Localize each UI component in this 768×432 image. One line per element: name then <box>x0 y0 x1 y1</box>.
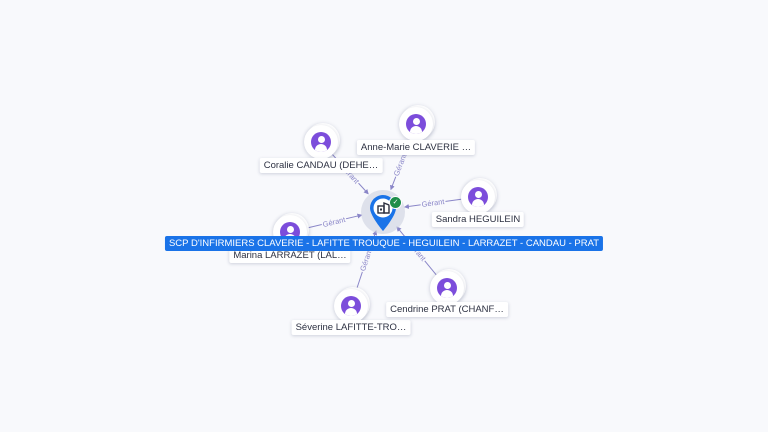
person-icon <box>468 187 488 207</box>
person-label[interactable]: Anne-Marie CLAVERIE … <box>356 140 476 155</box>
person-label[interactable]: Séverine LAFITTE-TRO… <box>291 320 411 335</box>
person-icon <box>341 296 361 316</box>
person-label[interactable]: Sandra HEGUILEIN <box>431 212 525 227</box>
company-label[interactable]: SCP D'INFIRMIERS CLAVERIE - LAFITTE TROU… <box>164 236 604 251</box>
check-icon: ✓ <box>389 196 402 209</box>
person-icon <box>437 278 457 298</box>
person-label[interactable]: Cendrine PRAT (CHANF… <box>386 302 508 317</box>
person-icon <box>406 114 426 134</box>
person-icon <box>311 132 331 152</box>
person-label[interactable]: Marina LARRAZET (LAL… <box>229 248 351 263</box>
person-label[interactable]: Coralie CANDAU (DEHE… <box>259 158 383 173</box>
